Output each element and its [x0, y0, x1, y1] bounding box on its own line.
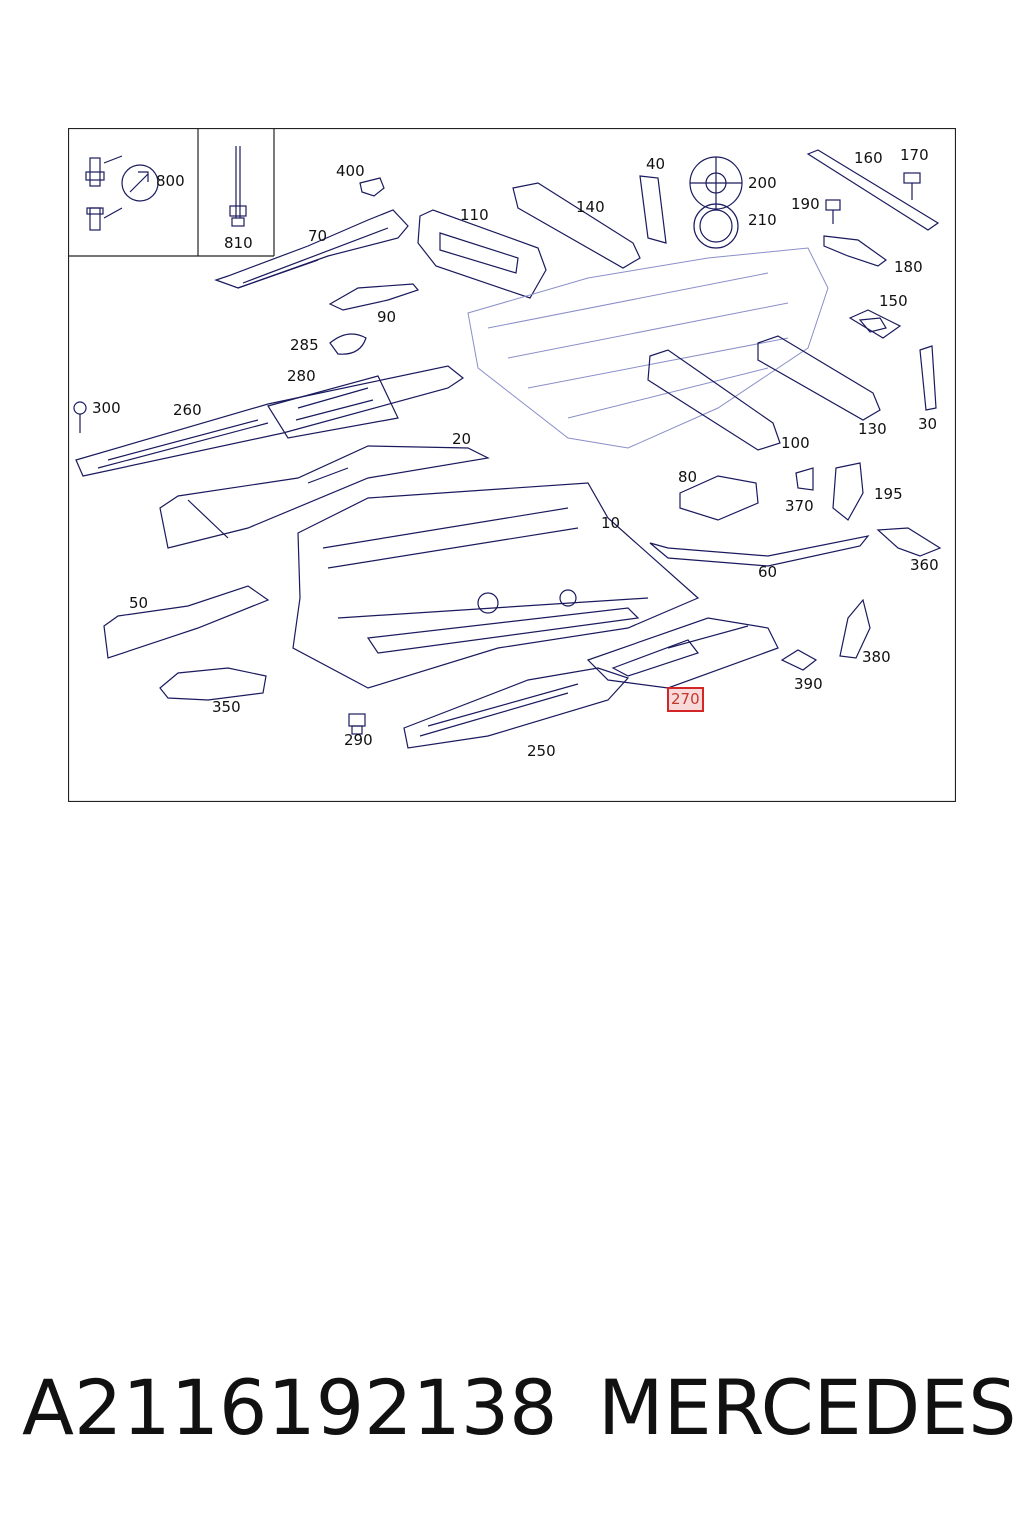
- callout-110[interactable]: 110: [460, 206, 489, 224]
- diagram-border: [68, 128, 956, 802]
- callout-390[interactable]: 390: [794, 675, 823, 693]
- callout-210[interactable]: 210: [748, 211, 777, 229]
- part-150: [848, 309, 902, 339]
- callout-170[interactable]: 170: [900, 146, 929, 164]
- callout-380[interactable]: 380: [862, 648, 891, 666]
- callout-80[interactable]: 80: [678, 468, 698, 486]
- callout-200[interactable]: 200: [748, 174, 777, 192]
- part-380: [839, 598, 871, 659]
- part-40: [639, 175, 667, 244]
- callout-10[interactable]: 10: [601, 514, 621, 532]
- callout-60[interactable]: 60: [758, 563, 778, 581]
- callout-270-highlighted[interactable]: 270: [667, 687, 704, 712]
- callout-90[interactable]: 90: [377, 308, 397, 326]
- callout-160[interactable]: 160: [854, 149, 883, 167]
- screw-300-part: [73, 401, 87, 433]
- part-270: [586, 617, 779, 689]
- part-100: [647, 349, 781, 451]
- part-390: [780, 649, 818, 671]
- callout-350[interactable]: 350: [212, 698, 241, 716]
- callout-360[interactable]: 360: [910, 556, 939, 574]
- part-285: [329, 333, 367, 355]
- part-370: [795, 467, 814, 491]
- part-50: [103, 585, 270, 659]
- callout-280[interactable]: 280: [287, 367, 316, 385]
- bolt-810-part: [229, 146, 247, 227]
- callout-150[interactable]: 150: [879, 292, 908, 310]
- parts-diagram: 800 810 400 70 110 140 40 200 210 160 17…: [68, 128, 956, 802]
- callout-300[interactable]: 300: [92, 399, 121, 417]
- part-140: [512, 182, 641, 269]
- bolt-170-part: [903, 172, 921, 200]
- callout-70[interactable]: 70: [308, 227, 328, 245]
- callout-260[interactable]: 260: [173, 401, 202, 419]
- part-60: [649, 535, 870, 567]
- callout-180[interactable]: 180: [894, 258, 923, 276]
- nut-290-part: [348, 713, 366, 735]
- part-350: [159, 667, 267, 701]
- part-number: A2116192138: [22, 1363, 558, 1452]
- callout-140[interactable]: 140: [576, 198, 605, 216]
- faded-body-shell: [467, 247, 829, 449]
- part-180: [823, 235, 888, 267]
- diagram-drawing: [68, 128, 956, 802]
- part-400: [359, 177, 385, 197]
- part-130: [757, 335, 881, 421]
- callout-810[interactable]: 810: [224, 234, 253, 252]
- callout-285[interactable]: 285: [290, 336, 319, 354]
- part-250: [403, 667, 630, 749]
- part-210: [693, 203, 739, 249]
- callout-800[interactable]: 800: [156, 172, 185, 190]
- brand-name: MERCEDES: [598, 1363, 1017, 1452]
- part-20: [159, 445, 490, 549]
- callout-30[interactable]: 30: [918, 415, 938, 433]
- part-80: [679, 475, 759, 521]
- part-30: [919, 345, 937, 411]
- callout-100[interactable]: 100: [781, 434, 810, 452]
- callout-290[interactable]: 290: [344, 731, 373, 749]
- part-90: [328, 283, 420, 311]
- part-110: [417, 209, 547, 299]
- part-10: [292, 482, 700, 689]
- callout-195[interactable]: 195: [874, 485, 903, 503]
- callout-20[interactable]: 20: [452, 430, 472, 448]
- callout-250[interactable]: 250: [527, 742, 556, 760]
- callout-130[interactable]: 130: [858, 420, 887, 438]
- bolt-800-part: [85, 155, 159, 231]
- callout-370[interactable]: 370: [785, 497, 814, 515]
- callout-40[interactable]: 40: [646, 155, 666, 173]
- callout-400[interactable]: 400: [336, 162, 365, 180]
- part-360: [876, 527, 942, 557]
- part-260: [75, 365, 465, 477]
- part-195: [832, 462, 864, 521]
- part-160: [806, 149, 940, 231]
- callout-190[interactable]: 190: [791, 195, 820, 213]
- bolt-190-part: [825, 199, 841, 224]
- callout-50[interactable]: 50: [129, 594, 149, 612]
- footer: A2116192138 MERCEDES: [0, 1370, 1024, 1480]
